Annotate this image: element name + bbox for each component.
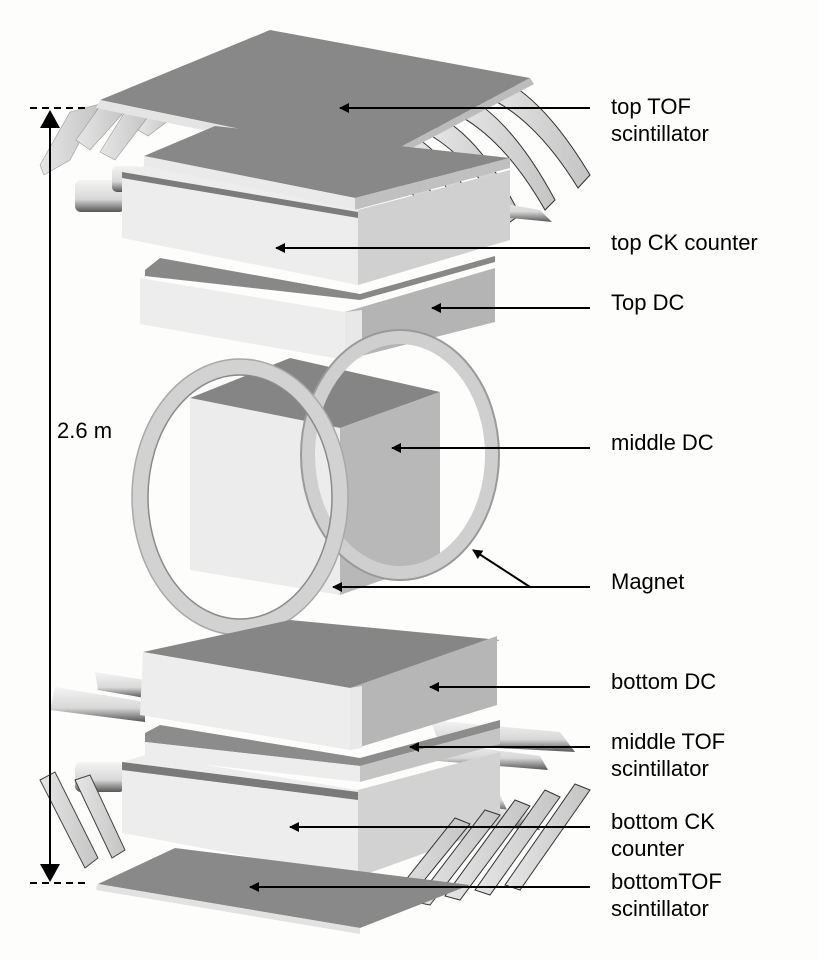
leader-magnet-rear	[472, 549, 531, 588]
label-line: bottomTOF	[611, 869, 722, 894]
label-line: counter	[611, 836, 685, 861]
magnet-rings	[131, 329, 500, 636]
label-line: bottom CK	[611, 809, 715, 834]
label-bottom-tof: bottomTOF scintillator	[611, 868, 722, 922]
label-line: scintillator	[611, 121, 709, 146]
label-line: top TOF	[611, 94, 691, 119]
label-middle-tof: middle TOF scintillator	[611, 728, 725, 782]
label-line: scintillator	[611, 756, 709, 781]
bottom-dc	[50, 620, 575, 770]
label-line: scintillator	[611, 896, 709, 921]
dimension-arrow-up-icon	[40, 110, 60, 128]
label-line: top CK counter	[611, 230, 758, 255]
label-bottom-ck: bottom CK counter	[611, 808, 715, 862]
label-line: bottom DC	[611, 669, 717, 694]
label-top-tof: top TOF scintillator	[611, 93, 709, 147]
middle-tof-scintillator	[145, 720, 500, 782]
label-bottom-dc: bottom DC	[611, 668, 716, 695]
label-line: middle TOF	[611, 729, 726, 754]
dimension-label: 2.6 m	[57, 418, 113, 443]
label-line: middle DC	[611, 430, 714, 455]
label-line: Top DC	[611, 290, 685, 315]
label-top-dc: Top DC	[611, 289, 684, 316]
label-top-ck: top CK counter	[611, 229, 758, 256]
label-line: Magnet	[611, 569, 685, 594]
top-tof-plate	[100, 30, 530, 158]
height-dimension	[30, 107, 90, 884]
dimension-arrow-down-icon	[40, 864, 60, 882]
label-magnet: Magnet	[611, 568, 684, 595]
leader-lines	[249, 103, 590, 892]
top-ck-counter	[75, 126, 552, 285]
label-middle-dc: middle DC	[611, 429, 714, 456]
